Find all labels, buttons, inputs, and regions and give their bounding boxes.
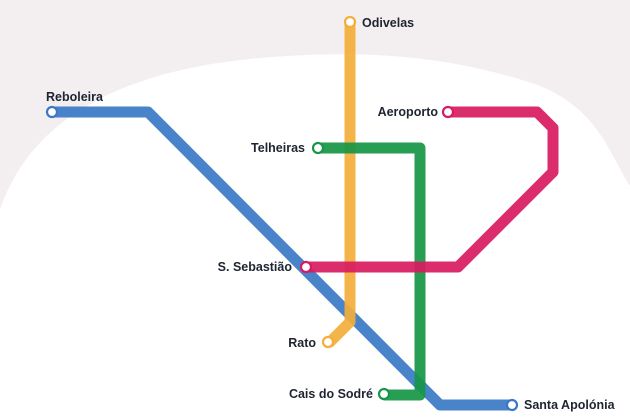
station-rato-marker[interactable] (321, 335, 335, 349)
station-telheiras-marker[interactable] (311, 141, 325, 155)
station-label-odivelas: Odivelas (362, 16, 414, 30)
station-odivelas-marker[interactable] (343, 15, 357, 29)
station-label-s-sebastiao: S. Sebastião (218, 260, 293, 274)
station-label-rato: Rato (288, 336, 316, 350)
station-label-santa-apolonia: Santa Apolónia (524, 398, 616, 412)
land-area (0, 54, 630, 420)
blue-line (46, 106, 518, 411)
station-label-aeroporto: Aeroporto (378, 105, 439, 119)
station-aeroporto-marker[interactable] (441, 105, 455, 119)
yellow-line (324, 16, 356, 348)
station-cais-do-sodre-marker[interactable] (377, 387, 391, 401)
station-label-cais-do-sodre: Cais do Sodré (289, 387, 373, 401)
station-label-reboleira: Reboleira (46, 90, 104, 104)
station-santa-apolonia-marker[interactable] (505, 398, 519, 412)
station-label-telheiras: Telheiras (251, 141, 305, 155)
red-line (300, 106, 559, 273)
station-reboleira-marker[interactable] (45, 105, 59, 119)
station-s-sebastiao-marker[interactable] (299, 260, 313, 274)
